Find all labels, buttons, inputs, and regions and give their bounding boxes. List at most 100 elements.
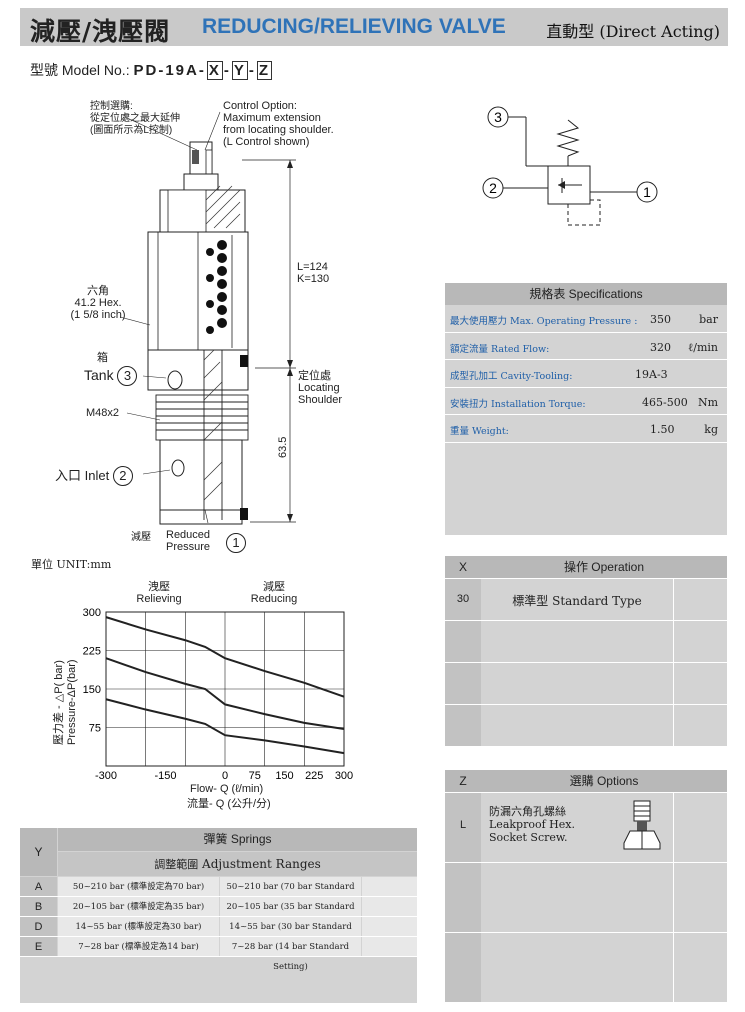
unit-label: 單位 UNIT:mm	[31, 558, 112, 571]
operation-extra-cell	[673, 705, 727, 746]
chart-series-line-2	[105, 657, 345, 731]
relieving-zh: 洩壓	[148, 581, 170, 593]
spec-value: 19A-3	[635, 368, 668, 381]
reducing-zh: 減壓	[263, 581, 285, 593]
spec-label: 成型孔加工 Cavity-Tooling:	[450, 371, 573, 382]
reduced-port-number: 1	[226, 533, 246, 553]
springs-extra	[362, 897, 417, 916]
options-title: 選購 Options	[569, 774, 639, 788]
chart-xtick-label: 0	[222, 770, 228, 782]
length-k: K=130	[297, 273, 330, 285]
operation-code-cell: 30	[445, 579, 481, 620]
chart-xtick-label: 75	[249, 770, 261, 782]
options-extra-cell	[673, 933, 727, 1002]
spec-value: 1.50	[650, 423, 675, 436]
reduced-text-2: Pressure	[166, 541, 211, 553]
model-dash-2: -	[248, 62, 256, 79]
springs-extra	[362, 877, 417, 896]
springs-subtitle-zh: 調整範圍	[154, 858, 199, 871]
reducing-en: Reducing	[250, 593, 298, 605]
hex-note-zh: 六角	[87, 285, 109, 297]
springs-range-en: 14~55 bar (30 bar Standard Setting)	[220, 917, 361, 952]
operation-extra-cell	[673, 579, 727, 620]
options-label-2: Leakproof Hex.	[489, 818, 575, 831]
operation-table: X 操作 Operation 30 標準型 Standard Type	[445, 556, 727, 748]
operation-title: 操作 Operation	[563, 560, 645, 574]
reducing-label: 減壓 Reducing	[246, 581, 302, 605]
chart-xtick-label: 225	[305, 770, 323, 782]
model-z: Z	[256, 61, 273, 80]
spec-value: 350	[650, 313, 671, 326]
spec-label: 安裝扭力 Installation Torque:	[450, 398, 586, 410]
springs-subtitle: 調整範圍 Adjustment Ranges	[58, 852, 417, 876]
model-code: PD-19A-X-Y-Z	[133, 61, 273, 80]
options-row	[445, 862, 727, 932]
chart-xtick-label: -300	[95, 770, 117, 782]
springs-code: B	[20, 897, 57, 916]
springs-subtitle-en: Adjustment Ranges	[202, 857, 321, 871]
springs-range-en: 20~105 bar (35 bar Standard Setting)	[220, 897, 361, 932]
options-label-cell	[482, 933, 672, 1002]
options-row	[445, 932, 727, 1002]
options-header: Z 選購 Options	[445, 770, 727, 792]
inlet-port-number: 2	[112, 466, 133, 486]
locating-zh: 定位處	[298, 370, 331, 382]
springs-extra	[362, 917, 417, 936]
options-label-3: Socket Screw.	[489, 831, 568, 844]
control-note-zh-2: 從定位處之最大延伸	[90, 113, 180, 124]
springs-range-en: 50~210 bar (70 bar Standard Setting)	[220, 877, 361, 912]
spec-label: 額定流量 Rated Flow:	[450, 343, 550, 355]
operation-row	[445, 704, 727, 746]
operation-label-cell	[482, 621, 672, 662]
chart-xlabel: Flow- Q (ℓ/min)	[190, 783, 264, 795]
control-note-zh: 控制選購: 從定位處之最大延伸 (圖面所示為L控制)	[90, 101, 180, 137]
hex-socket-screw-icon	[623, 800, 661, 850]
operation-row: 30 標準型 Standard Type	[445, 578, 727, 620]
spec-unit: kg	[704, 423, 718, 436]
options-code-cell: L	[445, 793, 481, 862]
control-note-en-4: (L Control shown)	[223, 136, 310, 148]
options-label-cell	[482, 863, 672, 932]
spec-value: 320	[650, 340, 671, 354]
options-code-cell	[445, 933, 481, 1002]
springs-code: A	[20, 877, 57, 896]
options-code-cell	[445, 863, 481, 932]
chart-ytick-label: 75	[89, 723, 101, 735]
tank-port-number: 3	[117, 366, 138, 386]
chart-series-line-1	[105, 616, 345, 698]
control-note-en: Control Option: Maximum extension from l…	[223, 100, 334, 148]
hex-note-1: 41.2 Hex.	[74, 297, 122, 309]
operation-code-cell	[445, 663, 481, 704]
hex-note-2: (1 5/8 inch)	[70, 309, 126, 321]
springs-range-zh: 50~210 bar (標準設定為70 bar)	[58, 877, 219, 896]
chart-xlabel-zh: 流量- Q (公升/分)	[187, 798, 271, 810]
control-note-zh-1: 控制選購:	[90, 101, 133, 112]
inlet-text: 入口 Inlet	[55, 468, 110, 483]
springs-key: Y	[20, 828, 57, 876]
chart-ylabel-zh: 壓力差 - △P( bar)	[53, 660, 65, 745]
dim-63: 63.5	[277, 436, 289, 458]
spec-value: 465-500	[642, 395, 688, 409]
operation-label-cell: 標準型 Standard Type	[482, 579, 672, 620]
operation-key: X	[458, 560, 467, 574]
operation-code: 30	[456, 593, 470, 605]
locating-label: 定位處 Locating Shoulder	[298, 370, 342, 406]
title-zh: 減壓/洩壓閥	[30, 17, 171, 46]
operation-row	[445, 662, 727, 704]
title-type: 直動型 (Direct Acting)	[546, 22, 720, 41]
specifications-title: 規格表 Specifications	[445, 283, 727, 305]
model-y: Y	[231, 61, 248, 80]
tank-label: Tank 3	[84, 366, 138, 386]
chart-ylabel: Pressure-ΔP(bar)	[66, 659, 78, 745]
chart-ytick-label: 225	[83, 646, 101, 658]
specifications-table: 規格表 Specifications 最大使用壓力 Max. Operating…	[445, 283, 727, 535]
options-key: Z	[459, 774, 467, 788]
